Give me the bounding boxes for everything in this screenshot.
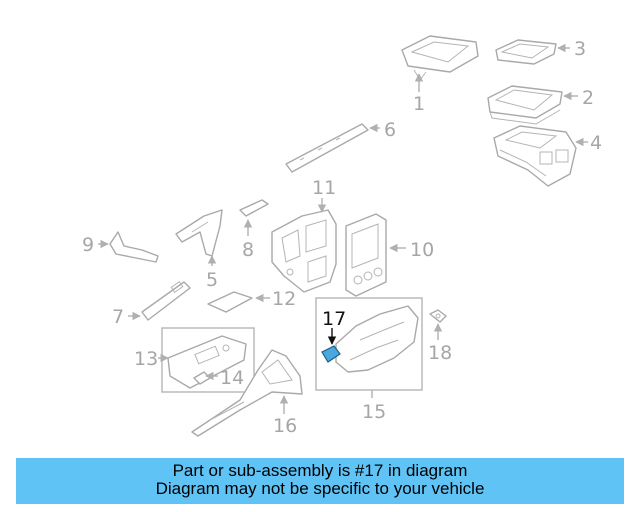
part-15-console-assembly[interactable] <box>335 305 419 373</box>
callout-9[interactable]: 9 <box>82 234 94 256</box>
callout-1[interactable]: 1 <box>413 93 425 115</box>
part-2-console-tray[interactable] <box>487 85 563 125</box>
part-10-radio-bezel[interactable] <box>345 213 387 297</box>
callout-5[interactable]: 5 <box>206 269 218 291</box>
part-5-side-trim[interactable] <box>175 209 223 257</box>
group-box-15 <box>315 297 423 391</box>
part-1-console-lid[interactable] <box>401 35 479 81</box>
part-6-trim-strip[interactable] <box>285 123 369 173</box>
part-3-console-mat[interactable] <box>495 39 557 65</box>
part-18-clip[interactable] <box>429 309 447 323</box>
part-4-console-bezel[interactable] <box>493 125 577 187</box>
part-13-lower-panel[interactable] <box>167 335 247 389</box>
callout-17[interactable]: 17 <box>322 308 346 330</box>
callout-11[interactable]: 11 <box>312 177 336 199</box>
banner-line-2: Diagram may not be specific to your vehi… <box>155 479 485 498</box>
callout-15[interactable]: 15 <box>362 401 386 423</box>
callout-6[interactable]: 6 <box>384 119 396 141</box>
callout-3[interactable]: 3 <box>574 38 586 60</box>
callout-12[interactable]: 12 <box>272 288 296 310</box>
part-17-highlighted[interactable] <box>321 345 341 363</box>
callout-2[interactable]: 2 <box>582 87 594 109</box>
callout-4[interactable]: 4 <box>590 132 602 154</box>
callout-8[interactable]: 8 <box>242 239 254 261</box>
callout-7[interactable]: 7 <box>112 306 124 328</box>
part-7-rail[interactable] <box>141 280 191 321</box>
part-11-center-bracket[interactable] <box>271 209 337 293</box>
callout-14[interactable]: 14 <box>220 367 244 389</box>
callout-10[interactable]: 10 <box>410 239 434 261</box>
banner-line-1: Part or sub-assembly is #17 in diagram <box>172 461 468 480</box>
callout-16[interactable]: 16 <box>273 415 297 437</box>
callout-18[interactable]: 18 <box>428 342 452 364</box>
callout-13[interactable]: 13 <box>134 348 158 370</box>
info-banner: Part or sub-assembly is #17 in diagram D… <box>16 458 624 504</box>
part-16-side-panel[interactable] <box>191 349 303 437</box>
part-12-pad[interactable] <box>207 291 253 313</box>
part-9-left-bracket[interactable] <box>109 231 159 263</box>
part-8-small-panel[interactable] <box>239 199 269 217</box>
